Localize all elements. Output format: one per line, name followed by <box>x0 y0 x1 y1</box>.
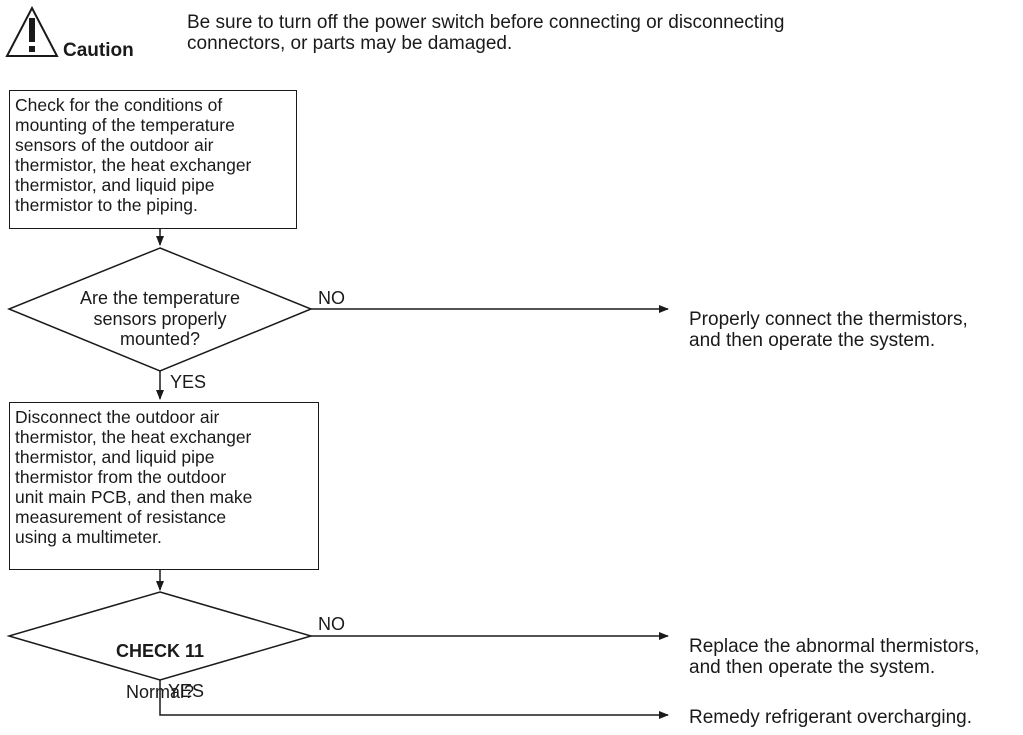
result2-text: Replace the abnormal thermistors, and th… <box>689 636 980 678</box>
result3-text: Remedy refrigerant overcharging. <box>689 707 973 728</box>
caution-message: Be sure to turn off the power switch bef… <box>187 12 785 54</box>
caution-label: Caution <box>63 40 134 61</box>
connector-decision2-yes <box>159 680 669 719</box>
decision2-yes-label: YES <box>168 681 205 701</box>
decision2-title: CHECK 11 <box>115 640 205 661</box>
step2-box: Disconnect the outdoor air thermistor, t… <box>9 402 319 570</box>
warning-icon <box>5 5 59 57</box>
decision1-question: Are the temperature sensors properly mou… <box>79 288 241 349</box>
step1-box: Check for the conditions of mounting of … <box>9 90 297 229</box>
decision2-question: Normal? <box>125 681 195 702</box>
decision2-text: CHECK 11 Normal? <box>60 620 260 723</box>
decision1-no-label: NO <box>318 288 345 308</box>
result1-text: Properly connect the thermistors, and th… <box>689 309 968 351</box>
decision2-no-label: NO <box>318 614 345 634</box>
decision1-yes-label: YES <box>170 372 207 392</box>
